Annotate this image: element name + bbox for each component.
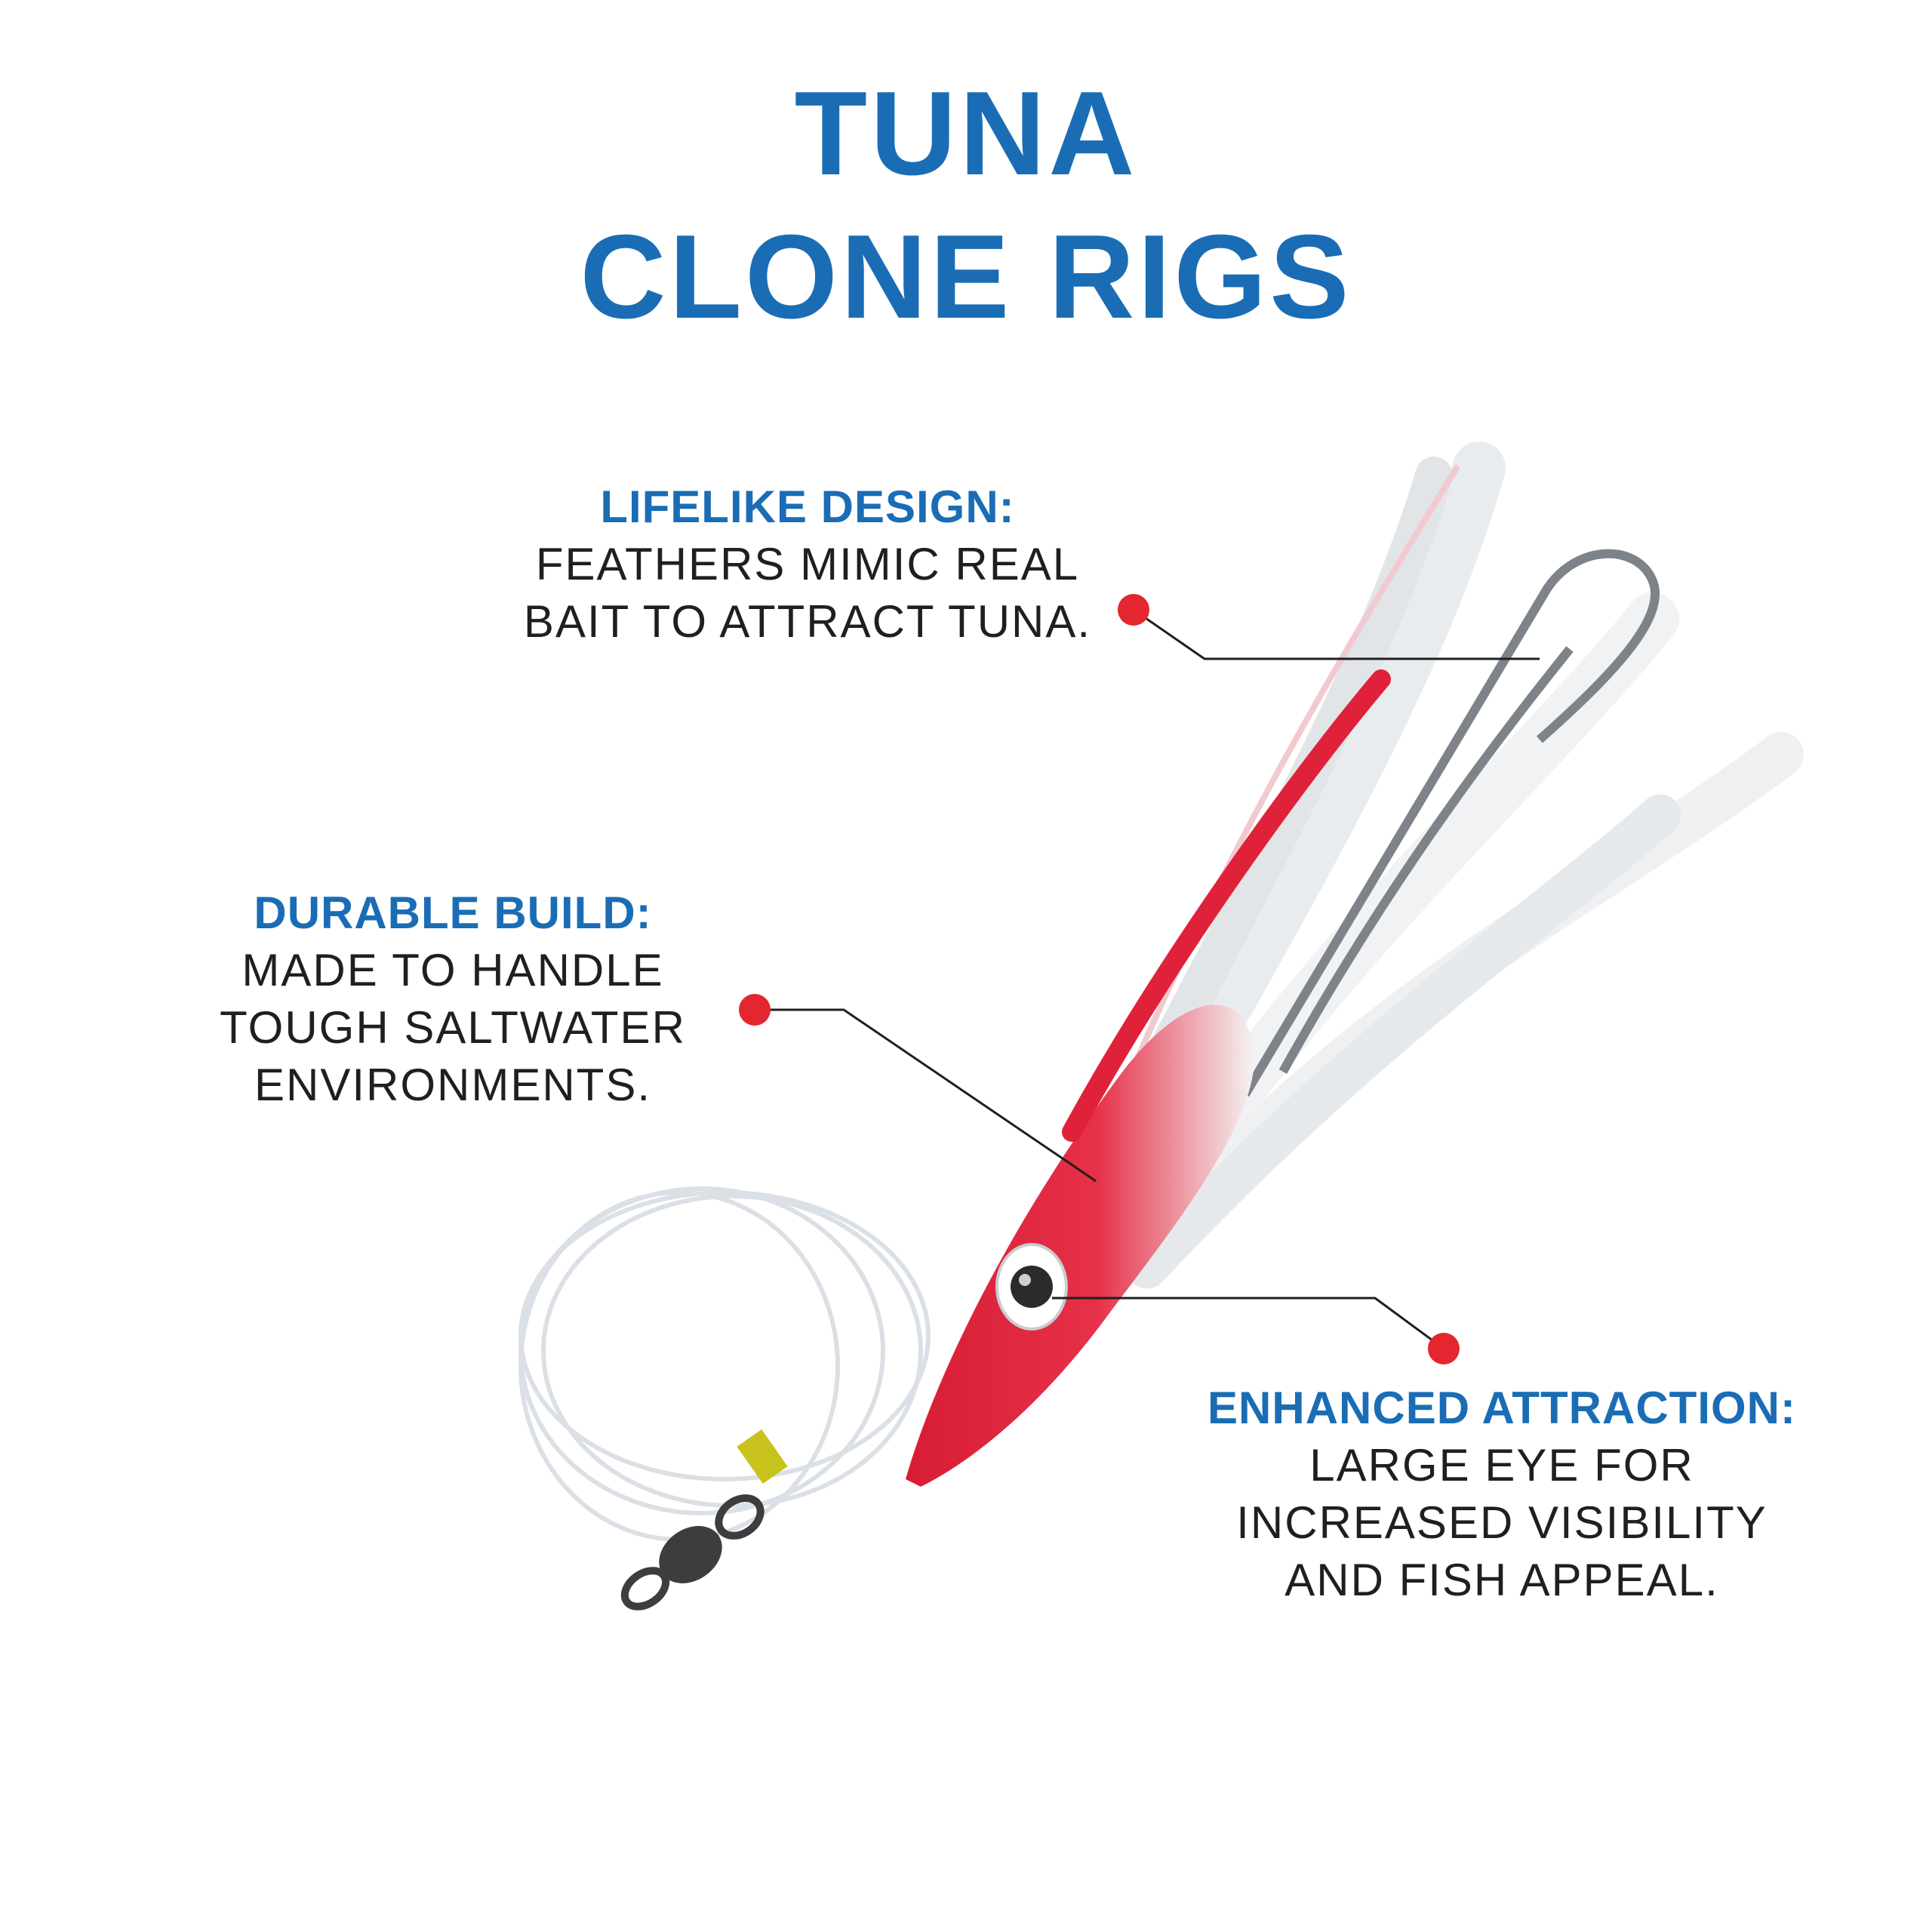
title-line-2: CLONE RIGS (580, 211, 1352, 343)
title-line-1: TUNA (794, 67, 1138, 200)
page-title: TUNA CLONE RIGS (0, 62, 1932, 349)
marker-enhanced (1428, 1333, 1460, 1364)
callout-lifelike-design: LIFELIKE DESIGN: FEATHERS MIMIC REAL BAI… (468, 478, 1147, 651)
callout-text: TOUGH SALTWATER (220, 1002, 686, 1053)
callout-enhanced-attraction: ENHANCED ATTRACTION: LARGE EYE FOR INCRE… (1140, 1380, 1864, 1609)
marker-lifelike (1118, 594, 1149, 626)
callout-connectors (755, 608, 1540, 1350)
callout-heading: ENHANCED ATTRACTION: (1208, 1383, 1796, 1433)
callout-heading: LIFELIKE DESIGN: (600, 481, 1015, 532)
callout-text: MADE TO HANDLE (242, 945, 664, 995)
callout-durable-build: DURABLE BUILD: MADE TO HANDLE TOUGH SALT… (189, 884, 717, 1114)
callout-text: AND FISH APPEAL. (1284, 1555, 1719, 1605)
callout-text: ENVIRONMENTS. (254, 1060, 652, 1110)
callout-heading: DURABLE BUILD: (254, 888, 652, 938)
callout-text: INCREASED VISIBILITY (1236, 1497, 1767, 1548)
marker-durable (739, 994, 771, 1026)
lure-body (906, 669, 1391, 1487)
lure-eye-icon (995, 1243, 1068, 1331)
hook (1241, 549, 1660, 1097)
callout-text: LARGE EYE FOR (1309, 1440, 1694, 1491)
callout-text: FEATHERS MIMIC REAL (535, 539, 1080, 589)
callout-text: BAIT TO ATTRACT TUNA. (523, 596, 1092, 647)
leader-line-loops (518, 1186, 931, 1542)
swivel-icon (620, 1429, 788, 1611)
